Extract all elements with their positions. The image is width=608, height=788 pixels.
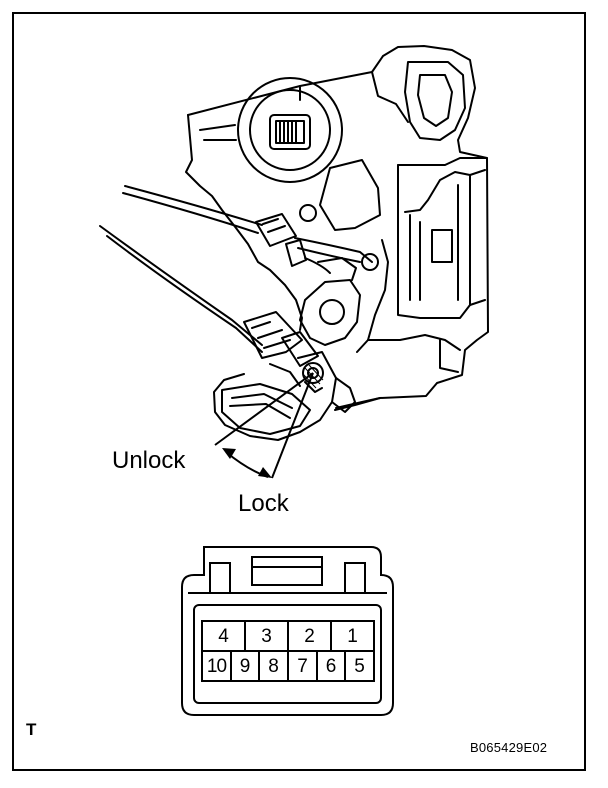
- pin-2: 2: [304, 626, 315, 647]
- connector-outline: [181, 546, 394, 716]
- figure-frame: [12, 12, 586, 771]
- pin-7: 7: [297, 656, 308, 677]
- view-marker: T: [26, 720, 37, 739]
- pin-4: 4: [218, 626, 229, 647]
- pin-5: 5: [354, 656, 365, 677]
- pin-10: 10: [206, 656, 227, 677]
- pin-8: 8: [268, 656, 279, 677]
- connector-diagram: 4 3 2 1 10 9 8 7 6 5: [180, 545, 395, 718]
- pin-9: 9: [239, 656, 251, 677]
- lock-label: Lock: [238, 490, 289, 517]
- pin-1: 1: [347, 626, 358, 647]
- unlock-label: Unlock: [112, 447, 186, 474]
- figure-code: B065429E02: [470, 740, 548, 755]
- pin-6: 6: [325, 656, 337, 677]
- pin-3: 3: [261, 626, 272, 647]
